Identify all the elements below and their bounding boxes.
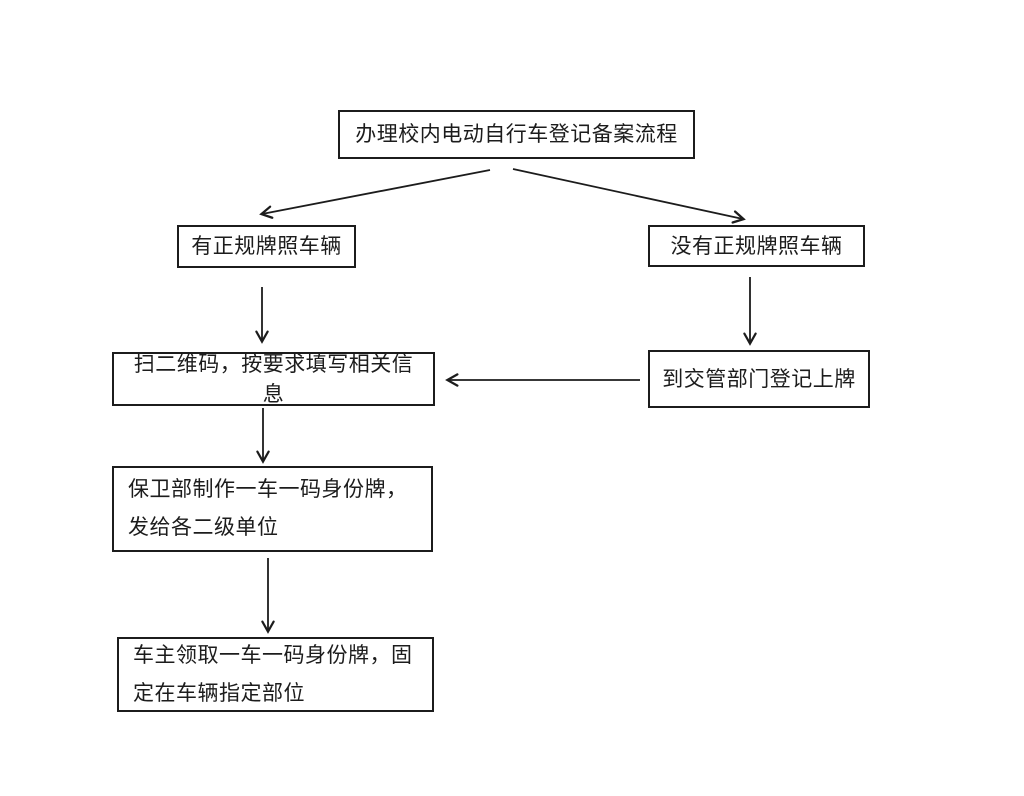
flow-node-scan-qr: 扫二维码，按要求填写相关信息 bbox=[112, 352, 435, 406]
edge-start-to-has-plate bbox=[259, 169, 491, 219]
flow-node-owner-receive: 车主领取一车一码身份牌，固定在车辆指定部位 bbox=[117, 637, 434, 712]
flow-node-no-plate: 没有正规牌照车辆 bbox=[648, 225, 865, 267]
edge-start-to-no-plate bbox=[512, 168, 746, 224]
flow-node-traffic-dept: 到交管部门登记上牌 bbox=[648, 350, 870, 408]
flow-node-security-dept: 保卫部制作一车一码身份牌，发给各二级单位 bbox=[112, 466, 433, 552]
flow-node-start: 办理校内电动自行车登记备案流程 bbox=[338, 110, 695, 159]
flow-node-has-plate: 有正规牌照车辆 bbox=[177, 225, 356, 268]
